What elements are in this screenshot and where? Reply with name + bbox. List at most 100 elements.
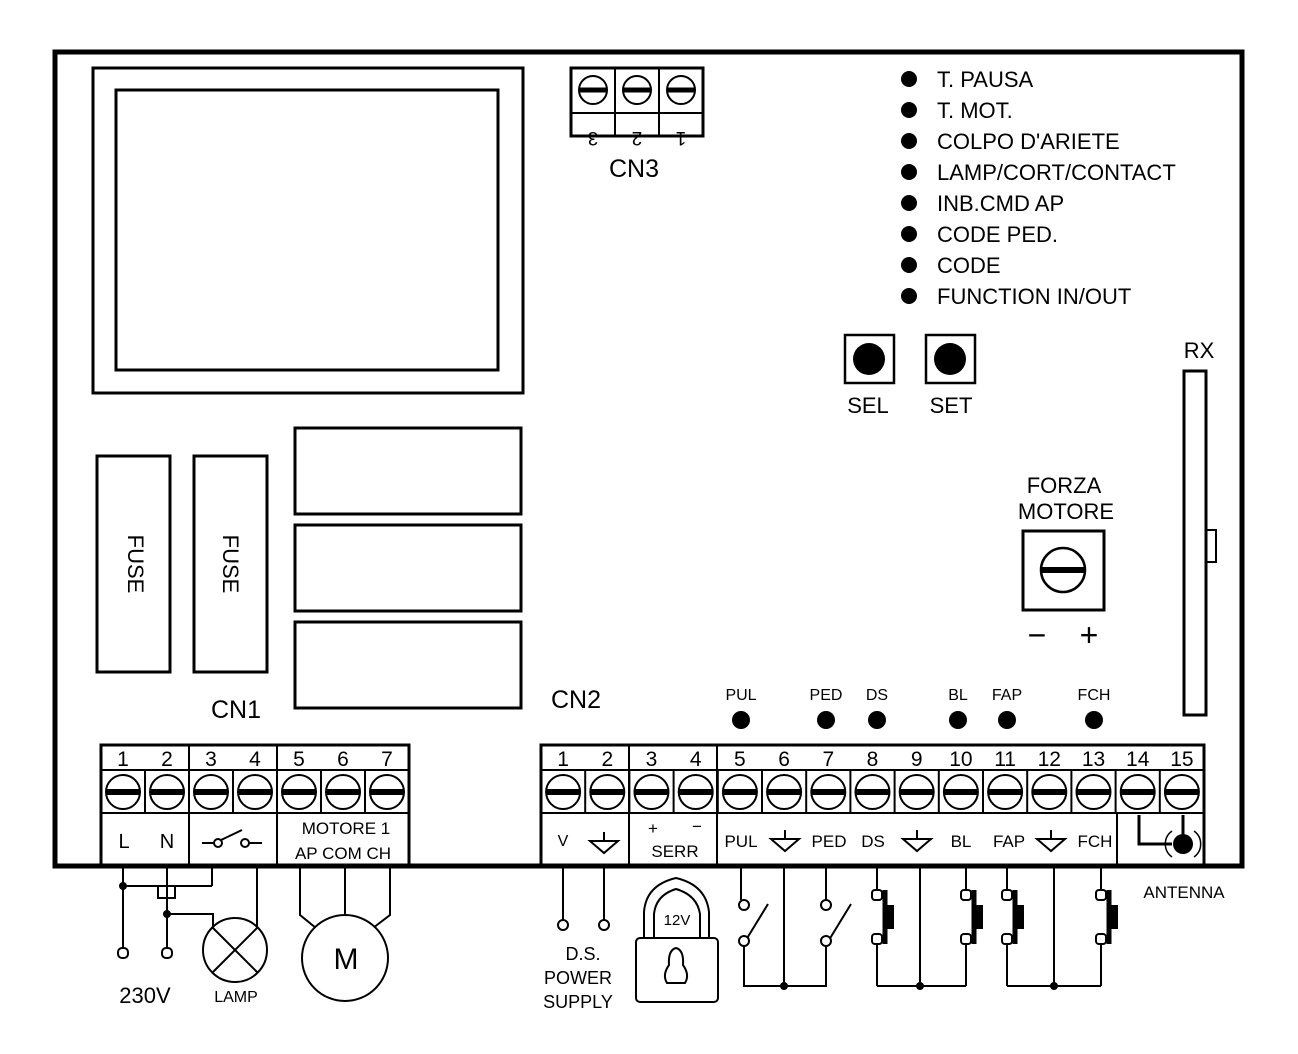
relay-3 bbox=[293, 620, 523, 710]
cn2-ped-label: PED bbox=[812, 832, 847, 851]
terminal-screw-icon[interactable] bbox=[369, 774, 405, 810]
terminal-screw-icon[interactable] bbox=[898, 774, 935, 810]
led-icon bbox=[901, 195, 917, 211]
led-icon bbox=[868, 711, 886, 729]
cn3-connector: 3 2 1 CN3 bbox=[569, 66, 705, 183]
trimmer-minus: − bbox=[1028, 617, 1047, 653]
nc-pushbutton-icon bbox=[960, 866, 983, 986]
status-led-label: BL bbox=[948, 687, 968, 704]
terminal-screw-icon[interactable] bbox=[578, 75, 608, 105]
terminal-screw-icon[interactable] bbox=[942, 774, 979, 810]
terminal-number: 9 bbox=[911, 748, 923, 771]
pul-ped-switch-wiring bbox=[738, 866, 852, 990]
status-led-bl: BL bbox=[948, 687, 968, 729]
serr-minus: − bbox=[692, 817, 702, 836]
led-icon bbox=[901, 226, 917, 242]
terminal-number: 14 bbox=[1126, 748, 1150, 771]
terminal-screw-icon[interactable] bbox=[237, 774, 273, 810]
terminal-screw-icon[interactable] bbox=[281, 774, 317, 810]
led-icon bbox=[901, 288, 917, 304]
ds-supply-line1: D.S. bbox=[565, 944, 600, 964]
terminal-number: 8 bbox=[867, 748, 879, 771]
terminal-number: 3 bbox=[205, 748, 217, 771]
menu-led-item: COLPO D'ARIETE bbox=[901, 129, 1120, 154]
terminal-screw-icon[interactable] bbox=[666, 75, 696, 105]
cn1-l-label: L bbox=[118, 831, 129, 853]
terminal-screw-icon[interactable] bbox=[766, 774, 803, 810]
cn2-v-label: V bbox=[558, 833, 569, 850]
terminal-number: 1 bbox=[557, 748, 569, 771]
terminal-screw-icon[interactable] bbox=[1119, 774, 1156, 810]
fuse-label: FUSE bbox=[218, 535, 243, 594]
terminal-screw-icon[interactable] bbox=[810, 774, 847, 810]
antenna-connector-icon bbox=[1137, 815, 1202, 858]
led-icon bbox=[949, 711, 967, 729]
terminal-screw-icon[interactable] bbox=[325, 774, 361, 810]
trimmer-screw-icon bbox=[1039, 546, 1087, 594]
terminal-number: 4 bbox=[249, 748, 261, 771]
ground-icon bbox=[1034, 830, 1068, 853]
led-icon bbox=[901, 164, 917, 180]
serr-label: SERR bbox=[651, 842, 698, 861]
menu-led-label: T. MOT. bbox=[937, 98, 1013, 123]
status-led-ds: DS bbox=[866, 687, 888, 729]
terminal-number: 1 bbox=[117, 748, 129, 771]
sel-button[interactable]: SEL bbox=[843, 333, 896, 418]
ds-power-supply-wiring bbox=[557, 866, 610, 931]
nc-pushbutton-icon bbox=[1001, 866, 1024, 986]
terminal-screw-icon[interactable] bbox=[193, 774, 229, 810]
ground-icon bbox=[768, 830, 802, 853]
led-icon bbox=[901, 133, 917, 149]
terminal-screw-icon[interactable] bbox=[105, 774, 141, 810]
ds-supply-line2: POWER bbox=[544, 968, 612, 988]
status-led-pul: PUL bbox=[725, 687, 757, 729]
terminal-screw-icon[interactable] bbox=[545, 774, 582, 810]
menu-led-item: LAMP/CORT/CONTACT bbox=[901, 160, 1176, 185]
motor-force-trimmer[interactable]: FORZA MOTORE − + bbox=[1018, 473, 1114, 653]
terminal-number: 6 bbox=[337, 748, 349, 771]
led-icon bbox=[901, 102, 917, 118]
led-icon bbox=[1085, 711, 1103, 729]
menu-led-label: FUNCTION IN/OUT bbox=[937, 284, 1131, 309]
led-icon bbox=[998, 711, 1016, 729]
terminal-number: 5 bbox=[734, 748, 746, 771]
cn2-fap-label: FAP bbox=[993, 832, 1025, 851]
fuse-2: FUSE bbox=[192, 454, 269, 674]
terminal-screw-icon[interactable] bbox=[1031, 774, 1068, 810]
cn2-label: CN2 bbox=[551, 686, 601, 714]
terminal-screw-icon[interactable] bbox=[854, 774, 891, 810]
led-icon bbox=[817, 711, 835, 729]
terminal-screw-icon[interactable] bbox=[589, 774, 626, 810]
terminal-screw-icon[interactable] bbox=[622, 75, 652, 105]
menu-led-item: T. PAUSA bbox=[901, 67, 1034, 92]
menu-led-item: T. MOT. bbox=[901, 98, 1013, 123]
terminal-number: 11 bbox=[994, 748, 1016, 771]
terminal-screw-icon[interactable] bbox=[1075, 774, 1112, 810]
terminal-number: 2 bbox=[161, 748, 173, 771]
terminal-screw-icon[interactable] bbox=[149, 774, 185, 810]
status-led-ped: PED bbox=[810, 687, 842, 729]
menu-led-label: COLPO D'ARIETE bbox=[937, 129, 1120, 154]
status-led-label: DS bbox=[866, 687, 888, 704]
terminal-screw-icon[interactable] bbox=[987, 774, 1024, 810]
menu-led-label: CODE bbox=[937, 253, 1001, 278]
terminal-screw-icon[interactable] bbox=[677, 774, 714, 810]
cn2-ds-label: DS bbox=[861, 832, 885, 851]
status-led-fap: FAP bbox=[992, 687, 1022, 729]
terminal-screw-icon[interactable] bbox=[721, 774, 758, 810]
serr-plus: + bbox=[648, 819, 658, 838]
terminal-screw-icon[interactable] bbox=[633, 774, 670, 810]
terminal-number: 5 bbox=[293, 748, 305, 771]
push-button-icon bbox=[934, 343, 966, 375]
terminal-number: 13 bbox=[1082, 748, 1105, 771]
terminal-number: 6 bbox=[778, 748, 790, 771]
terminal-number: 12 bbox=[1038, 748, 1061, 771]
set-button[interactable]: SET bbox=[924, 333, 977, 418]
terminal-number: 2 bbox=[601, 748, 613, 771]
cn3-terminal-number: 3 bbox=[588, 127, 599, 148]
status-led-fch: FCH bbox=[1078, 687, 1110, 729]
status-led-label: FAP bbox=[992, 687, 1022, 704]
trimmer-label-line1: FORZA bbox=[1027, 473, 1102, 498]
terminal-screw-icon[interactable] bbox=[1163, 774, 1200, 810]
